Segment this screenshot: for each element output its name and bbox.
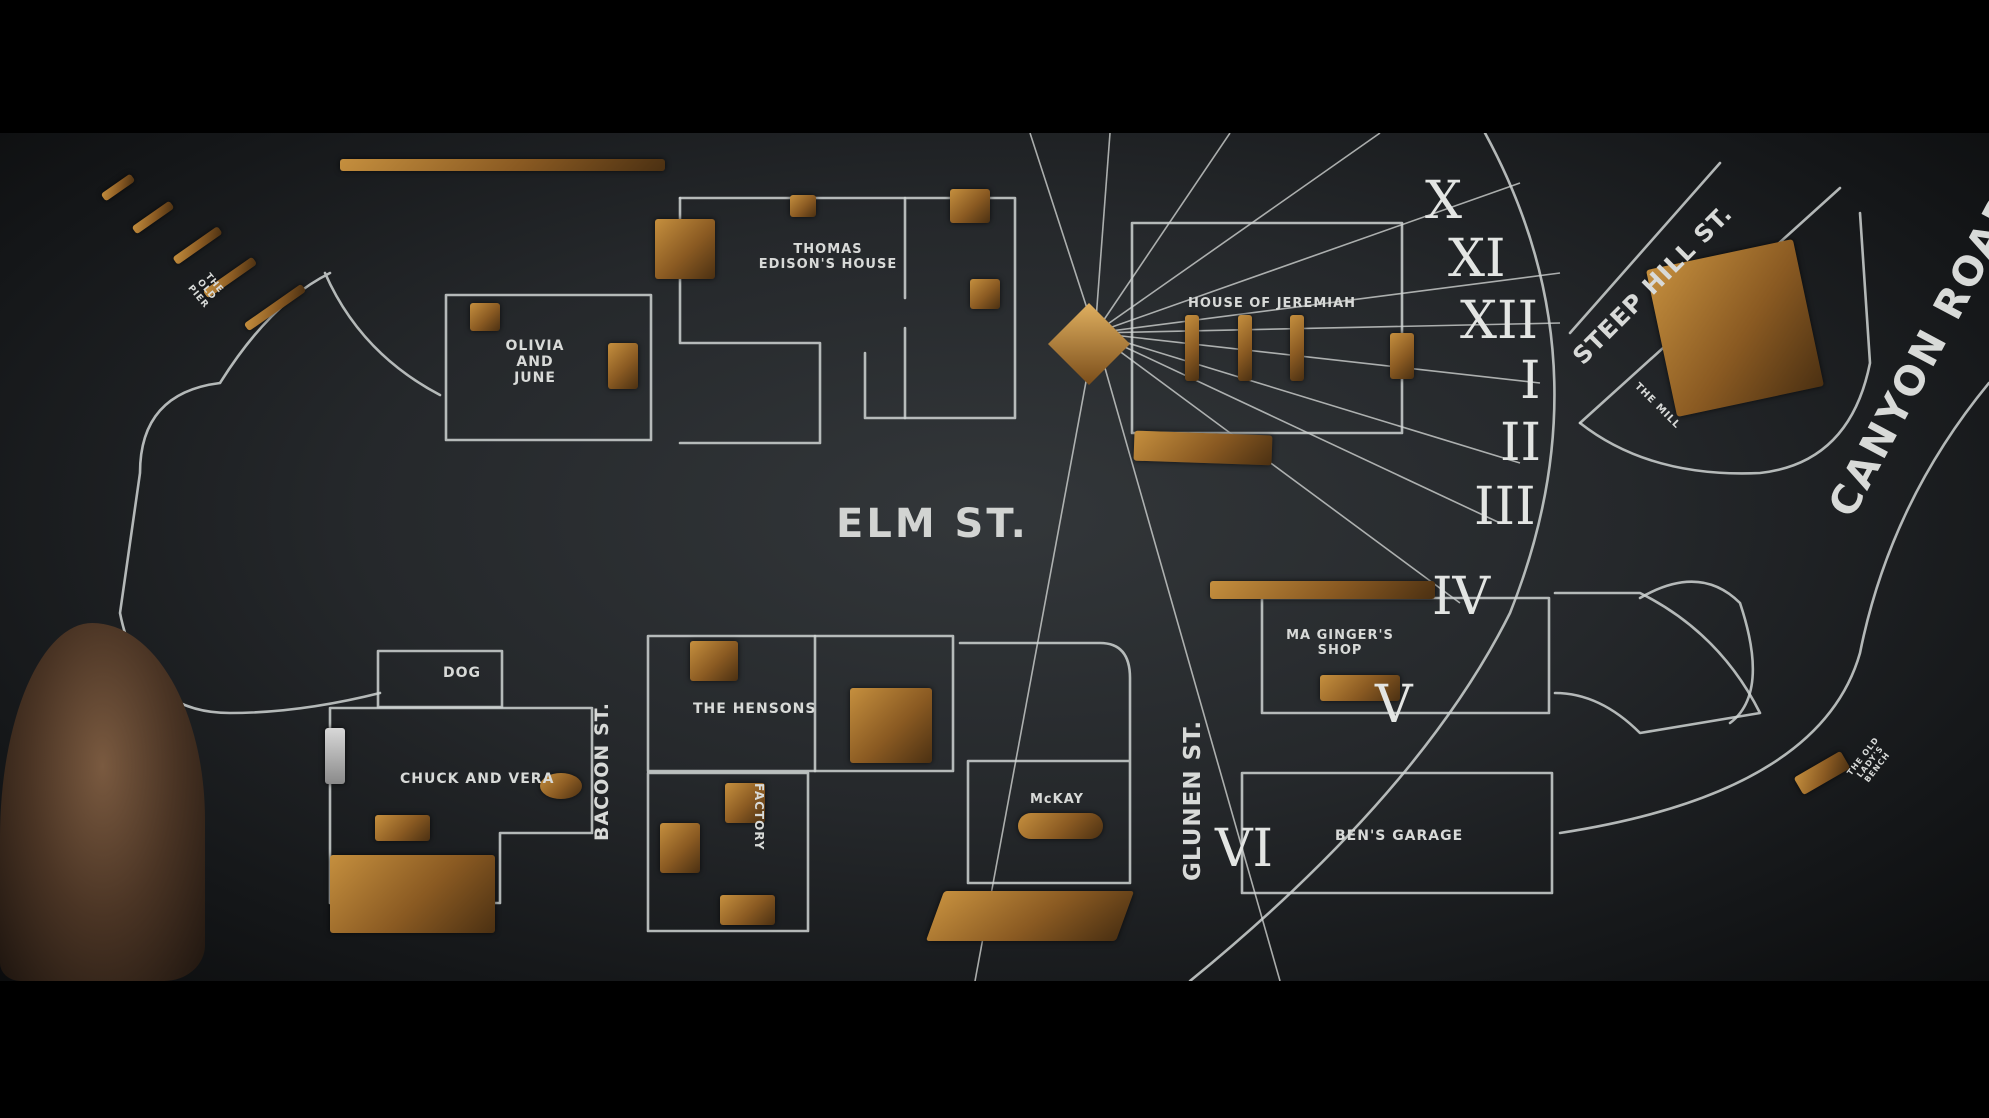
street-label-glunen: GLUNEN ST.: [1180, 719, 1206, 881]
hour-numeral: VI: [1215, 819, 1274, 879]
machine-prop: [950, 189, 990, 223]
hour-numeral: I: [1520, 351, 1541, 411]
bed-prop: [850, 688, 932, 763]
edison-house-prop: [655, 219, 715, 279]
sundial-rays: [974, 133, 1561, 981]
table-prop: [690, 641, 738, 681]
label-chuck-vera: CHUCK AND VERA: [400, 771, 555, 787]
hour-numeral: III: [1474, 477, 1536, 537]
table-prop: [608, 343, 638, 389]
hour-numeral: V: [1375, 675, 1413, 735]
awning-prop: [1210, 581, 1435, 599]
label-factory: FACTORY: [752, 783, 766, 851]
label-olivia-june: OLIVIA AND JUNE: [505, 338, 565, 387]
factory-plot: [646, 771, 810, 933]
crate-prop: [725, 783, 765, 823]
bens-garage-plot: [1240, 771, 1554, 895]
counter-prop: [1320, 675, 1400, 701]
rocky-cliff-prop: [0, 623, 205, 981]
pew-prop: [1185, 315, 1199, 381]
house-prop: [330, 855, 495, 933]
pew-prop: [1290, 315, 1304, 381]
town-map: ELM ST. BACOON ST. GLUNEN ST. STEEP HILL…: [0, 133, 1989, 981]
hour-numeral: XI: [1448, 229, 1506, 289]
tub-prop: [1018, 813, 1103, 839]
mckay-plot: [958, 641, 1132, 885]
street-label-bacoon: BACOON ST.: [591, 702, 613, 841]
hour-numeral: X: [1425, 171, 1463, 231]
left-road: [118, 271, 442, 715]
boat-prop: [925, 891, 1135, 941]
table-prop: [970, 279, 1000, 309]
sundial-arc: [1188, 133, 1556, 981]
fence-prop: [340, 159, 665, 171]
olivia-june-plot: [444, 293, 653, 442]
edison-plot: [678, 196, 1017, 420]
sign-prop: [375, 815, 430, 841]
street-label-elm: ELM ST.: [836, 501, 1029, 547]
chair-prop: [470, 303, 500, 331]
label-edison: THOMAS EDISON'S HOUSE: [758, 242, 898, 272]
crate-prop: [720, 895, 775, 925]
label-mckay: McKAY: [1030, 792, 1084, 807]
label-hensons: THE HENSONS: [693, 701, 817, 717]
label-dog: DOG: [443, 665, 482, 681]
hour-numeral: XII: [1460, 291, 1539, 351]
canyon-road-curve: [1558, 381, 1989, 835]
pew-prop: [1238, 315, 1252, 381]
hensons-plot: [646, 634, 955, 773]
basket-prop: [540, 773, 582, 799]
machine-prop: [660, 823, 700, 873]
label-jeremiah: HOUSE OF JEREMIAH: [1188, 296, 1357, 311]
jeremiah-plot: [1130, 221, 1404, 435]
label-bens-garage: BEN'S GARAGE: [1335, 828, 1464, 844]
hour-numeral: II: [1500, 413, 1542, 473]
dog-plot: [376, 649, 504, 709]
table-prop: [1390, 333, 1414, 379]
chalk-lines: [118, 133, 1989, 981]
label-ma-ginger: MA GINGER'S SHOP: [1286, 628, 1394, 658]
ramp-prop: [1133, 430, 1273, 466]
hour-numeral: IV: [1432, 567, 1491, 627]
bathtub-prop: [325, 728, 345, 784]
chair-prop: [790, 195, 816, 217]
